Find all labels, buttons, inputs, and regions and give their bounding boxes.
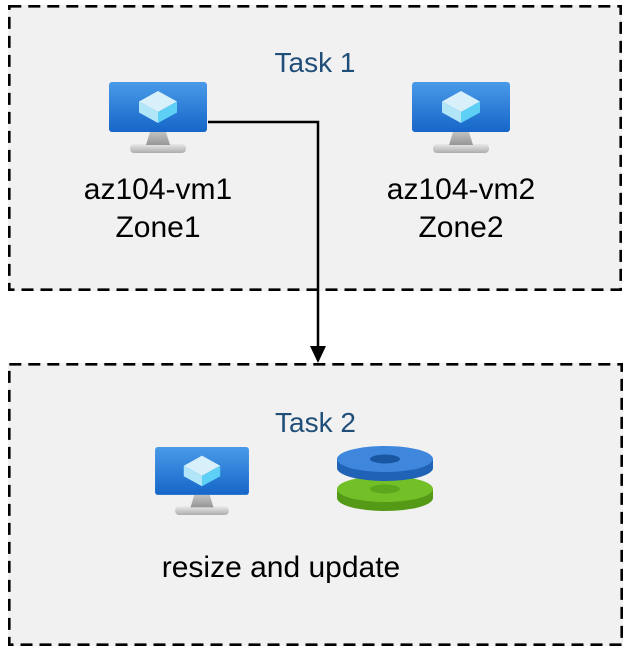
vm1-zone: Zone1 xyxy=(115,211,201,244)
vm2-group: az104-vm2 Zone2 xyxy=(346,82,576,247)
task2-caption: resize and update xyxy=(161,551,401,584)
task1-box: Task 1 az104-vm1 Zone1 az104-vm2 Zone2 xyxy=(8,5,622,291)
virtual-machine-icon xyxy=(412,82,510,154)
vm2-name: az104-vm2 xyxy=(386,173,536,206)
vm1-label: az104-vm1 Zone1 xyxy=(84,171,232,247)
arrow-head-icon xyxy=(310,346,326,363)
vm1-name: az104-vm1 xyxy=(83,173,233,206)
task1-title: Task 1 xyxy=(274,47,356,79)
disks-icon xyxy=(335,445,435,511)
task2-title: Task 2 xyxy=(275,407,356,439)
vm1-group: az104-vm1 Zone1 xyxy=(43,82,273,247)
task2-box: Task 2 resize and update xyxy=(8,363,623,646)
vm2-label: az104-vm2 Zone2 xyxy=(387,171,535,247)
virtual-machine-icon xyxy=(109,82,207,154)
virtual-machine-icon xyxy=(155,447,249,516)
vm2-zone: Zone2 xyxy=(418,211,504,244)
